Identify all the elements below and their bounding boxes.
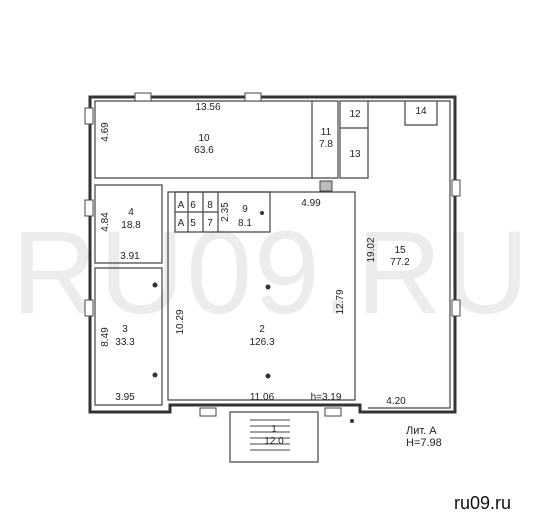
- window: [134, 92, 152, 102]
- room-area: 7.8: [319, 139, 333, 150]
- room-number: 5: [190, 218, 196, 229]
- room-number: 14: [415, 106, 427, 117]
- room-area: 77.2: [390, 257, 410, 268]
- room-number: 9: [242, 204, 248, 215]
- building-letter: Лит. А: [406, 425, 437, 437]
- building-label: Лит. А H=7.98: [406, 425, 442, 449]
- room-number: 6: [190, 200, 196, 211]
- dimension-label: 4.20: [386, 396, 406, 407]
- wall-room2: [167, 191, 356, 401]
- column-dot: [350, 419, 354, 423]
- window: [451, 179, 461, 197]
- window: [84, 199, 94, 217]
- stair-steps: [250, 419, 290, 451]
- wall-room3: [94, 267, 163, 406]
- vent-hatch: [319, 180, 333, 192]
- room-number: 12: [349, 109, 361, 120]
- room-area: 33.3: [115, 337, 135, 348]
- column-dot: [265, 373, 271, 379]
- dimension-label: 19.02: [366, 237, 377, 262]
- room-area: 12.0: [264, 436, 284, 447]
- column-dot: [152, 282, 158, 288]
- dimension-label: 12.79: [335, 289, 346, 314]
- room-number: 13: [349, 149, 361, 160]
- dimension-label: 8.49: [100, 327, 111, 347]
- dimension-label: 11.06: [250, 392, 275, 403]
- dimension-label: 10.29: [175, 309, 186, 334]
- room-number: 15: [394, 245, 406, 256]
- room-number: 2: [259, 324, 265, 335]
- room-area: 18.8: [121, 220, 141, 231]
- window: [84, 299, 94, 317]
- column-dot: [265, 284, 271, 290]
- building-height: H=7.98: [406, 437, 442, 449]
- dimension-label: 3.91: [120, 251, 140, 262]
- window: [324, 407, 342, 417]
- dimension-label: 3.95: [115, 392, 135, 403]
- wall-room14: [404, 101, 438, 126]
- dimension-label: h=3.19: [311, 392, 342, 403]
- column-dot: [260, 211, 264, 215]
- wall-room15: [368, 100, 451, 409]
- window: [199, 407, 217, 417]
- room-number: 4: [128, 207, 134, 218]
- door-label: A: [178, 200, 185, 211]
- dimension-label: 4.84: [100, 212, 111, 232]
- room-number: 11: [321, 127, 332, 138]
- column-dot: [152, 372, 158, 378]
- room-number: 10: [198, 133, 210, 144]
- window: [451, 299, 461, 317]
- room-number: 3: [122, 324, 128, 335]
- site-watermark: ru09.ru: [453, 493, 511, 513]
- outer-wall: [88, 95, 457, 414]
- room-number: 1: [271, 424, 277, 435]
- wall-room12-13: [339, 100, 369, 179]
- room-number: 7: [207, 218, 213, 229]
- dimension-label: 4.69: [100, 122, 111, 142]
- wall-room4: [94, 184, 163, 264]
- door-label: A: [178, 218, 185, 229]
- room-area: 8.1: [238, 218, 252, 229]
- stair-block: [229, 411, 319, 463]
- room-area: 63.6: [194, 145, 214, 156]
- dimension-label: 2.35: [220, 202, 231, 222]
- wall-room11: [312, 100, 339, 179]
- window: [244, 92, 262, 102]
- wall-small-rooms: [174, 191, 271, 233]
- window: [84, 107, 94, 125]
- dimension-label: 13.56: [195, 102, 220, 113]
- dimension-label: 4.99: [301, 198, 321, 209]
- room-area: 126.3: [249, 337, 274, 348]
- room-number: 8: [207, 200, 213, 211]
